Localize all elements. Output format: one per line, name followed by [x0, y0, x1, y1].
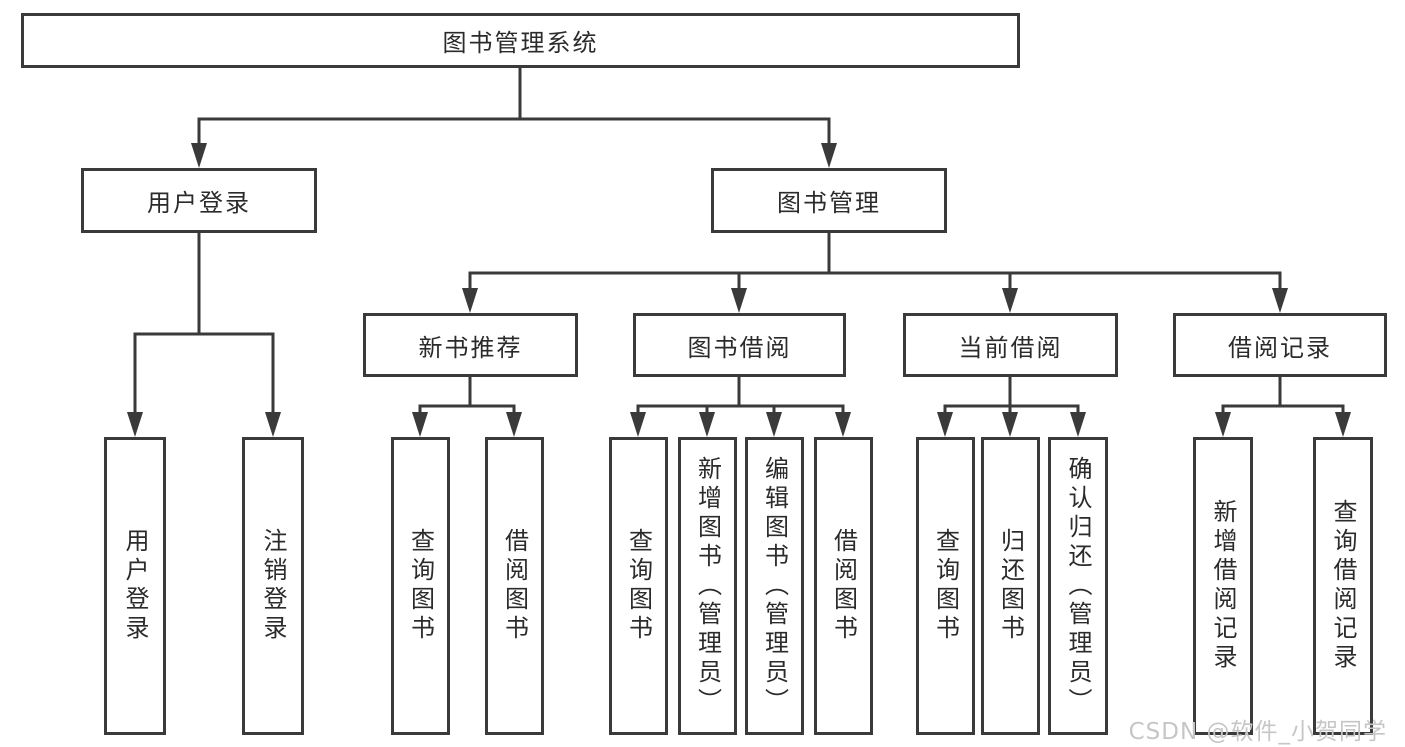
node-current-borrow: 当前借阅 — [903, 313, 1118, 377]
node-user-login-label: 用户登录 — [147, 189, 251, 217]
node-book-management-label: 图书管理 — [777, 189, 881, 217]
node-root-label: 图书管理系统 — [442, 29, 599, 57]
node-book-borrow-label: 图书借阅 — [687, 333, 792, 362]
node-book-borrow: 图书借阅 — [633, 313, 846, 377]
node-borrow-records-label: 借阅记录 — [1228, 333, 1332, 362]
leaf-cb-confirm-return-admin: 确认归还（管理员） — [1048, 437, 1108, 735]
node-borrow-records: 借阅记录 — [1173, 313, 1387, 377]
leaf-logout: 注销登录 — [242, 437, 304, 735]
leaf-user-login: 用户登录 — [104, 437, 166, 735]
csdn-watermark: CSDN @软件_小贺同学 — [1128, 719, 1387, 745]
leaf-bb-edit-books-admin: 编辑图书（管理员） — [745, 437, 804, 735]
leaf-logout-label: 注销登录 — [259, 528, 287, 644]
leaf-cb-return-books: 归还图书 — [981, 437, 1040, 735]
leaf-bb-query-books: 查询图书 — [609, 437, 668, 735]
leaf-bb-borrow-books: 借阅图书 — [814, 437, 873, 735]
node-new-book-recommend-label: 新书推荐 — [418, 333, 523, 362]
leaf-bb-edit-books-admin-label: 编辑图书（管理员） — [760, 455, 789, 717]
leaf-br-add-record: 新增借阅记录 — [1193, 437, 1253, 735]
arrowheads — [127, 143, 1351, 437]
leaf-nbr-borrow-books-label: 借阅图书 — [500, 528, 529, 644]
leaf-br-add-record-label: 新增借阅记录 — [1209, 499, 1237, 673]
leaf-bb-query-books-label: 查询图书 — [624, 528, 653, 644]
leaf-cb-query-books-label: 查询图书 — [931, 528, 960, 644]
leaf-br-query-record-label: 查询借阅记录 — [1329, 499, 1357, 673]
leaf-user-login-label: 用户登录 — [121, 528, 149, 644]
leaf-cb-query-books: 查询图书 — [916, 437, 975, 735]
leaf-nbr-query-books: 查询图书 — [391, 437, 450, 735]
node-user-login: 用户登录 — [81, 168, 317, 233]
leaf-bb-add-books-admin-label: 新增图书（管理员） — [693, 455, 722, 717]
leaf-bb-add-books-admin: 新增图书（管理员） — [678, 437, 737, 735]
leaf-bb-borrow-books-label: 借阅图书 — [829, 528, 858, 644]
node-new-book-recommend: 新书推荐 — [363, 313, 578, 377]
leaf-cb-confirm-return-admin-label: 确认归还（管理员） — [1064, 455, 1092, 717]
leaf-nbr-query-books-label: 查询图书 — [406, 528, 435, 644]
node-book-management: 图书管理 — [711, 168, 947, 233]
leaf-cb-return-books-label: 归还图书 — [996, 528, 1025, 644]
node-root: 图书管理系统 — [21, 13, 1020, 68]
node-current-borrow-label: 当前借阅 — [958, 333, 1063, 362]
leaf-nbr-borrow-books: 借阅图书 — [485, 437, 544, 735]
leaf-br-query-record: 查询借阅记录 — [1313, 437, 1373, 735]
